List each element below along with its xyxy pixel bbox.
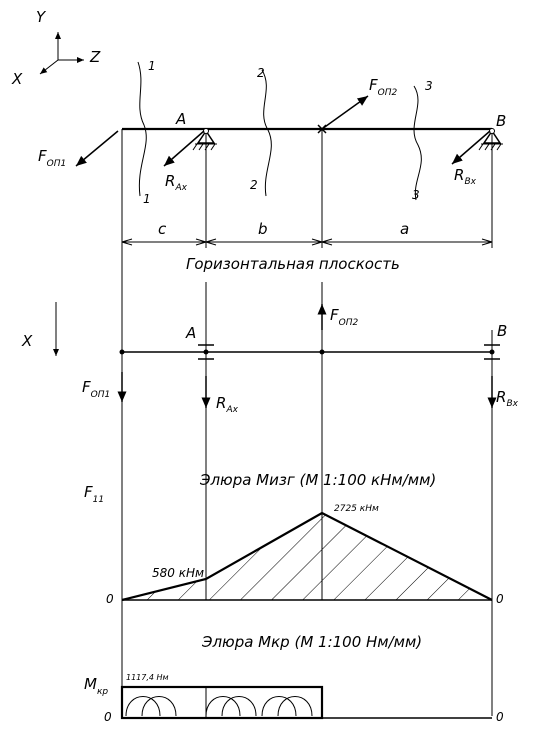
section-cut-1: [137, 61, 147, 197]
support-a-mid-icon: [198, 344, 214, 360]
section-2-label: 2: [257, 66, 265, 80]
bending-zero-right: 0: [496, 592, 504, 606]
force-fop1-mid-label: FОП1: [82, 378, 110, 400]
section-cut-2: [261, 69, 272, 197]
support-a-mid-label: A: [185, 324, 196, 342]
force-fop2-top-label: FОП2: [369, 76, 397, 98]
torque-value: 1117,4 Нм: [126, 673, 169, 682]
dimension-b-label: b: [258, 220, 268, 238]
reaction-rax-top-arrow: [163, 130, 205, 167]
section-3b-label: 3: [412, 188, 420, 202]
force-fop1-top-label: FОП1: [38, 147, 66, 169]
dimension-line: c b a: [121, 220, 493, 246]
support-b-mid-label: B: [497, 322, 507, 340]
axis-y-label: Y: [36, 8, 47, 26]
coordinate-axes: Y Z X: [11, 8, 101, 88]
support-b-top-icon: [478, 128, 503, 151]
section-cut-3: [413, 85, 422, 201]
axis-z-label: Z: [89, 48, 101, 66]
bending-diagram-outline: [121, 511, 493, 602]
section-1-label: 1: [148, 59, 156, 73]
force-fop1-top-arrow: [75, 130, 119, 167]
section-3-label: 3: [425, 79, 433, 93]
force-f11-label: F11: [84, 483, 104, 505]
support-a-top-icon: [192, 128, 217, 151]
reaction-rbx-top-arrow: [451, 130, 491, 165]
torque-loops: [125, 696, 313, 717]
torque-diagram: Элюра Mкр (M 1:100 Hм/мм) Mкр 1117,4 Нм …: [84, 633, 504, 724]
bending-moment-diagram: Элюра Mизг (M 1:100 кHм/мм) F11 580 кНм …: [84, 471, 504, 606]
support-b-top-label: B: [496, 112, 506, 130]
moment-max-value: 2725 кНм: [334, 504, 379, 514]
torque-diagram-caption: Элюра Mкр (M 1:100 Hм/мм): [201, 633, 422, 651]
torque-mkp-label: Mкр: [84, 675, 108, 697]
support-a-top-label: A: [175, 110, 186, 128]
torque-zero-left: 0: [104, 710, 112, 724]
bending-diagram-area: [122, 513, 492, 600]
moment-a-value: 580 кНм: [152, 566, 204, 580]
reaction-rbx-mid-label: RBx: [496, 388, 519, 409]
torque-diagram-rect: [120, 685, 324, 720]
support-b-mid-icon: [484, 344, 500, 360]
top-beam: A B FОП1 FОП2 RAx RBx 1 1 2 2 3 3: [38, 59, 506, 716]
torque-zero-right: 0: [496, 710, 504, 724]
force-fop2-top-arrow: [321, 95, 369, 130]
dimension-c-label: c: [158, 220, 167, 238]
dimension-a-label: a: [400, 220, 409, 238]
reaction-rbx-top-label: RBx: [454, 166, 477, 187]
section-2b-label: 2: [250, 178, 258, 192]
section-1b-label: 1: [143, 192, 151, 206]
horizontal-plane-caption: Горизонтальная плоскость: [186, 255, 400, 273]
force-fop2-mid-label: FОП2: [330, 306, 358, 328]
reaction-rax-mid-label: RAx: [216, 394, 239, 415]
bending-zero-left: 0: [106, 592, 114, 606]
axis-x-label: X: [11, 70, 23, 88]
axis-x-side-label: X: [21, 332, 33, 350]
bending-diagram-caption: Элюра Mизг (M 1:100 кHм/мм): [199, 471, 436, 489]
reaction-rax-top-label: RAx: [165, 172, 188, 193]
